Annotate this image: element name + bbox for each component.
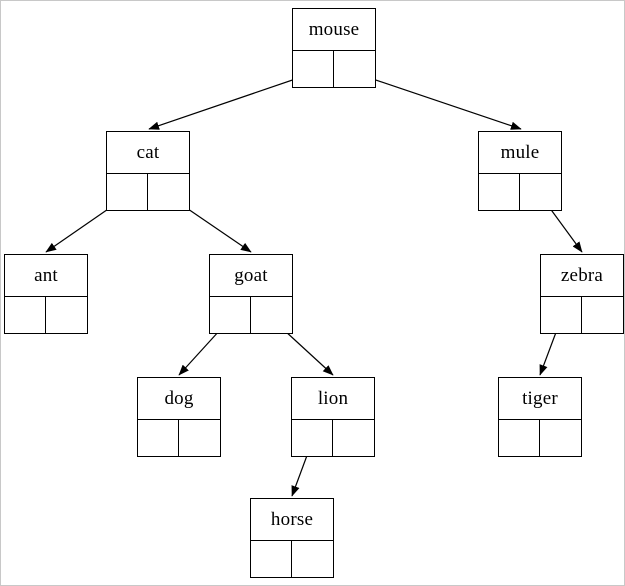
right-pointer-cell-mule[interactable] bbox=[520, 174, 561, 210]
tree-node-ant[interactable]: ant bbox=[4, 254, 88, 334]
node-label-ant: ant bbox=[5, 255, 87, 297]
left-pointer-cell-dog[interactable] bbox=[138, 420, 179, 456]
node-pointers-lion bbox=[292, 420, 374, 456]
left-pointer-cell-tiger[interactable] bbox=[499, 420, 540, 456]
right-pointer-cell-ant[interactable] bbox=[46, 297, 87, 333]
node-label-lion: lion bbox=[292, 378, 374, 420]
right-pointer-cell-dog[interactable] bbox=[179, 420, 220, 456]
node-label-mule: mule bbox=[479, 132, 561, 174]
left-pointer-cell-horse[interactable] bbox=[251, 541, 292, 577]
tree-node-goat[interactable]: goat bbox=[209, 254, 293, 334]
edge-mouse-cat bbox=[148, 72, 314, 130]
node-pointers-zebra bbox=[541, 297, 623, 333]
tree-node-mule[interactable]: mule bbox=[478, 131, 562, 211]
right-pointer-cell-mouse[interactable] bbox=[334, 51, 375, 87]
left-pointer-cell-cat[interactable] bbox=[107, 174, 148, 210]
left-pointer-cell-mouse[interactable] bbox=[293, 51, 334, 87]
tree-node-cat[interactable]: cat bbox=[106, 131, 190, 211]
node-pointers-dog bbox=[138, 420, 220, 456]
left-pointer-cell-zebra[interactable] bbox=[541, 297, 582, 333]
node-pointers-goat bbox=[210, 297, 292, 333]
tree-node-tiger[interactable]: tiger bbox=[498, 377, 582, 457]
node-label-dog: dog bbox=[138, 378, 220, 420]
node-label-goat: goat bbox=[210, 255, 292, 297]
right-pointer-cell-zebra[interactable] bbox=[582, 297, 623, 333]
node-label-tiger: tiger bbox=[499, 378, 581, 420]
edge-mouse-mule bbox=[354, 72, 522, 130]
node-pointers-mule bbox=[479, 174, 561, 210]
right-pointer-cell-horse[interactable] bbox=[292, 541, 333, 577]
node-pointers-horse bbox=[251, 541, 333, 577]
node-pointers-mouse bbox=[293, 51, 375, 87]
left-pointer-cell-mule[interactable] bbox=[479, 174, 520, 210]
tree-node-dog[interactable]: dog bbox=[137, 377, 221, 457]
right-pointer-cell-lion[interactable] bbox=[333, 420, 374, 456]
tree-node-horse[interactable]: horse bbox=[250, 498, 334, 578]
node-pointers-tiger bbox=[499, 420, 581, 456]
node-pointers-ant bbox=[5, 297, 87, 333]
right-pointer-cell-goat[interactable] bbox=[251, 297, 292, 333]
tree-node-lion[interactable]: lion bbox=[291, 377, 375, 457]
node-pointers-cat bbox=[107, 174, 189, 210]
node-label-zebra: zebra bbox=[541, 255, 623, 297]
tree-node-mouse[interactable]: mouse bbox=[292, 8, 376, 88]
node-label-mouse: mouse bbox=[293, 9, 375, 51]
right-pointer-cell-tiger[interactable] bbox=[540, 420, 581, 456]
right-pointer-cell-cat[interactable] bbox=[148, 174, 189, 210]
left-pointer-cell-ant[interactable] bbox=[5, 297, 46, 333]
left-pointer-cell-goat[interactable] bbox=[210, 297, 251, 333]
node-label-cat: cat bbox=[107, 132, 189, 174]
tree-node-zebra[interactable]: zebra bbox=[540, 254, 624, 334]
node-label-horse: horse bbox=[251, 499, 333, 541]
left-pointer-cell-lion[interactable] bbox=[292, 420, 333, 456]
